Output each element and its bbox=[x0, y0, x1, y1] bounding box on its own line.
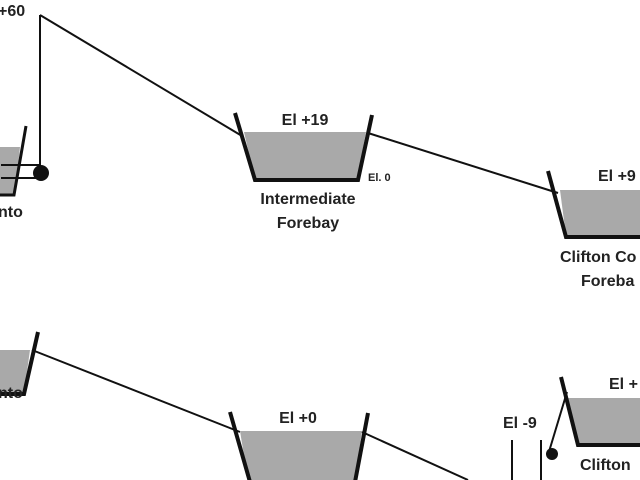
intermediate-forebay bbox=[233, 112, 374, 182]
clifton-forebay-top-name-line2: Foreba bbox=[581, 273, 634, 290]
bottom-conduit-1 bbox=[31, 349, 241, 433]
bottom-left-reservoir-label: nto bbox=[0, 385, 23, 402]
intake-riser bbox=[547, 391, 568, 456]
intermediate-forebay-basin bbox=[233, 112, 374, 182]
clifton-forebay-bottom bbox=[559, 376, 640, 447]
clifton-forebay-top bbox=[546, 170, 640, 239]
clifton-forebay-top-water bbox=[560, 190, 640, 236]
top-left-reservoir bbox=[0, 125, 28, 197]
intermediate-forebay-elevation: El +19 bbox=[282, 112, 329, 129]
intermediate-forebay-datum: El. 0 bbox=[368, 172, 391, 184]
top-left-penstock bbox=[1, 15, 49, 181]
clifton-forebay-bottom-elevation: El + bbox=[609, 376, 638, 393]
bottom-left-reservoir bbox=[0, 331, 40, 396]
bottom-middle-elevation: El +0 bbox=[279, 410, 317, 427]
top-left-reservoir-wall bbox=[0, 125, 28, 197]
bottom-left-reservoir-wall bbox=[0, 331, 40, 396]
clifton-forebay-top-basin bbox=[546, 170, 640, 239]
pump-valve-icon bbox=[33, 165, 49, 181]
intake-valve-icon bbox=[546, 448, 558, 460]
intermediate-forebay-name-line1: Intermediate bbox=[260, 191, 355, 208]
top-conduit-1 bbox=[39, 14, 243, 137]
top-conduit-2 bbox=[367, 132, 559, 194]
clifton-forebay-bottom-water bbox=[568, 398, 640, 444]
intermediate-forebay-name-line2: Forebay bbox=[277, 215, 339, 232]
clifton-forebay-top-elevation: El +9 bbox=[598, 168, 636, 185]
bottom-right-intake-elevation: El -9 bbox=[503, 415, 537, 432]
bottom-middle-reservoir-water bbox=[240, 431, 362, 480]
clifton-forebay-bottom-name: Clifton bbox=[580, 457, 631, 474]
top-left-reservoir-label: nto bbox=[0, 204, 23, 221]
bottom-right-intake bbox=[511, 391, 568, 480]
top-left-elevation-label: +60 bbox=[0, 3, 25, 20]
clifton-forebay-bottom-basin bbox=[559, 376, 640, 447]
bottom-middle-reservoir bbox=[228, 411, 370, 480]
bottom-conduit-2 bbox=[361, 431, 469, 480]
clifton-forebay-top-name-line1: Clifton Co bbox=[560, 249, 637, 266]
bottom-left-reservoir-water bbox=[0, 350, 30, 393]
intermediate-forebay-water bbox=[244, 132, 366, 180]
bottom-middle-reservoir-basin bbox=[228, 411, 370, 480]
